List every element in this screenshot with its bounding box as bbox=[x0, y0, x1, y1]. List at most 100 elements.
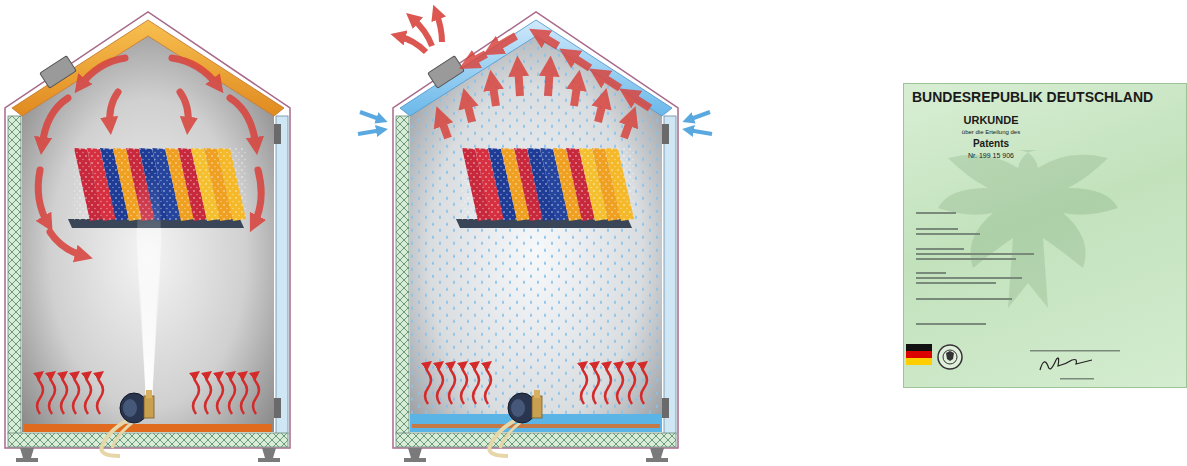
insulated-base bbox=[396, 433, 676, 447]
feed-tube bbox=[500, 420, 524, 448]
heat-arrow bbox=[229, 374, 235, 414]
vent-flap bbox=[428, 56, 465, 89]
arrow bbox=[42, 98, 68, 146]
panel-texture bbox=[462, 148, 634, 221]
arrow bbox=[172, 58, 218, 86]
feed-tube bbox=[112, 420, 136, 448]
print-line bbox=[916, 323, 986, 325]
fine-print bbox=[916, 212, 1120, 380]
print-line bbox=[916, 233, 980, 235]
official-seal bbox=[938, 345, 962, 369]
heat-arrow bbox=[85, 374, 91, 414]
outer-shell bbox=[5, 12, 290, 448]
flag-stripe bbox=[906, 351, 932, 358]
spray-fog bbox=[136, 140, 163, 402]
print-line bbox=[916, 277, 1022, 279]
arrow bbox=[80, 58, 125, 86]
air-circulation-arrows bbox=[38, 58, 261, 256]
window-wall bbox=[664, 116, 676, 434]
document-subtitle: über die Erteilung des bbox=[906, 129, 1076, 136]
arrow bbox=[440, 116, 448, 138]
hinge bbox=[662, 398, 669, 418]
arrow bbox=[466, 98, 472, 122]
arrow bbox=[110, 92, 118, 126]
chamber-interior bbox=[22, 36, 274, 432]
heater-plate bbox=[24, 424, 272, 432]
insulated-wall bbox=[8, 116, 21, 434]
arrow bbox=[38, 170, 48, 224]
outer-shell bbox=[393, 12, 678, 448]
print-line bbox=[916, 228, 958, 230]
print-line bbox=[916, 258, 1016, 260]
seal-inner bbox=[943, 350, 957, 364]
heat-arrow bbox=[641, 364, 647, 404]
arrow bbox=[180, 92, 188, 126]
flag-stripe bbox=[906, 344, 932, 351]
print-line bbox=[1030, 350, 1120, 352]
insulated-wall bbox=[396, 116, 409, 434]
print-line bbox=[916, 248, 964, 250]
print-line bbox=[916, 298, 1012, 300]
nozzle-tip bbox=[146, 390, 152, 398]
foot bbox=[404, 448, 426, 462]
foot bbox=[16, 448, 38, 462]
print-line bbox=[916, 282, 996, 284]
nozzle-fitting bbox=[144, 396, 154, 418]
flag-stripe bbox=[906, 358, 932, 365]
heat-arrow bbox=[473, 364, 479, 404]
heat-arrows bbox=[425, 364, 647, 404]
seal-eagle bbox=[946, 351, 954, 361]
spray-nozzle bbox=[101, 390, 154, 456]
document-title: URKUNDE bbox=[906, 114, 1076, 126]
heat-arrow bbox=[593, 364, 599, 404]
condensation-droplets bbox=[410, 36, 662, 432]
nozzle-fitting bbox=[532, 396, 542, 418]
heat-arrow bbox=[461, 364, 467, 404]
heat-arrow bbox=[205, 374, 211, 414]
arrow bbox=[468, 54, 486, 64]
arrow bbox=[436, 12, 442, 42]
heat-arrow bbox=[617, 364, 623, 404]
spray-nozzle bbox=[489, 390, 542, 456]
arrow bbox=[254, 170, 261, 224]
heat-arrow bbox=[425, 364, 431, 404]
heat-arrow bbox=[37, 374, 43, 414]
heat-arrow bbox=[449, 364, 455, 404]
rising-air-arrows bbox=[440, 34, 650, 138]
nozzle-face bbox=[511, 399, 525, 417]
foot bbox=[646, 448, 668, 462]
vent-flap bbox=[40, 56, 77, 89]
spray-fog bbox=[137, 170, 161, 400]
heat-arrow bbox=[605, 364, 611, 404]
patent-certificate: BUNDESREPUBLIK DEUTSCHLANDURKUNDEüber di… bbox=[903, 83, 1187, 388]
heat-arrow bbox=[61, 374, 67, 414]
arrow bbox=[492, 80, 496, 106]
signature bbox=[1040, 358, 1092, 370]
nozzle-face bbox=[123, 399, 137, 417]
arrow bbox=[624, 116, 632, 138]
arrow bbox=[398, 36, 426, 52]
arrow bbox=[518, 66, 520, 96]
print-line bbox=[916, 212, 956, 214]
salt-spray-chamber bbox=[5, 12, 290, 462]
hinge bbox=[662, 124, 669, 144]
seal-ring bbox=[938, 345, 962, 369]
arrow bbox=[598, 98, 604, 122]
heat-arrow bbox=[485, 364, 491, 404]
arrow bbox=[548, 66, 550, 96]
foot bbox=[258, 448, 280, 462]
heat-arrow bbox=[437, 364, 443, 404]
window-wall bbox=[276, 116, 288, 434]
eagle-watermark bbox=[938, 150, 1118, 308]
heat-arrow bbox=[253, 374, 259, 414]
insulated-base bbox=[8, 433, 288, 447]
heat-arrow bbox=[217, 374, 223, 414]
heat-arrow bbox=[241, 374, 247, 414]
heat-arrow bbox=[49, 374, 55, 414]
eagle-shape bbox=[938, 150, 1118, 308]
german-flag bbox=[906, 344, 932, 365]
heated-roof bbox=[12, 20, 284, 116]
document-type: Patents bbox=[906, 138, 1076, 149]
print-line bbox=[916, 272, 946, 274]
